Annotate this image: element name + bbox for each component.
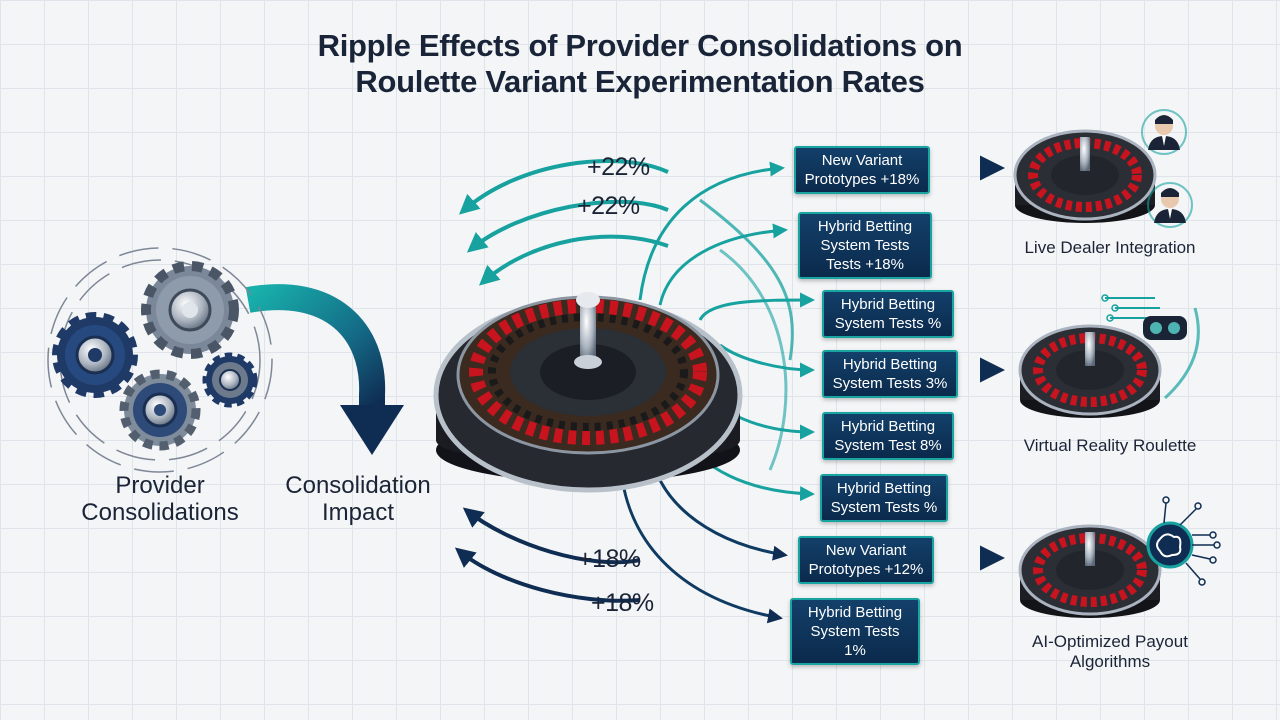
test-box-new-variant-prototypes: New Variant Prototypes +18% (794, 146, 930, 194)
outcome-label-live-dealer: Live Dealer Integration (1024, 238, 1196, 257)
gear-icon (52, 312, 138, 398)
mini-roulette-wheel (1013, 129, 1157, 223)
vr-headset-icon (1101, 294, 1200, 400)
test-box-hybrid-betting: Hybrid Betting System Tests 1% (790, 598, 920, 665)
outcome-label-vr-roulette: Virtual Reality Roulette (1023, 436, 1197, 455)
live-dealer-icon (1141, 109, 1187, 155)
gear-icon (202, 352, 258, 408)
test-box-hybrid-betting: Hybrid Betting System Tests % (820, 474, 948, 522)
ripple-ring (59, 259, 261, 461)
ripple-ring (47, 247, 273, 473)
percentage-label: +18% (578, 545, 641, 573)
test-box-hybrid-betting: Hybrid Betting System Tests 3% (822, 350, 958, 398)
test-box-hybrid-betting: Hybrid Betting System Tests % (822, 290, 954, 338)
outcome-label-ai-payout: AI-Optimized Payout Algorithms (1032, 632, 1188, 671)
test-box-new-variant-prototypes: New Variant Prototypes +12% (798, 536, 934, 584)
provider-consolidations-label: Provider Consolidations (81, 472, 239, 526)
percentage-label: +22% (577, 192, 640, 220)
test-box-hybrid-betting: Hybrid Betting System Tests Tests +18% (798, 212, 932, 279)
test-box-hybrid-betting: Hybrid Betting System Test 8% (822, 412, 954, 460)
mini-roulette-wheel (1018, 524, 1162, 618)
live-dealer-icon (1147, 182, 1193, 228)
page-title: Ripple Effects of Provider Consolidation… (317, 28, 963, 99)
percentage-label: +22% (587, 153, 650, 181)
percentage-label: +18% (591, 589, 654, 617)
gear-icon (119, 369, 201, 451)
mini-roulette-wheel (1018, 324, 1162, 418)
ai-brain-icon (1146, 496, 1221, 586)
consolidation-impact-label: Consolidation Impact (285, 472, 431, 526)
gear-icon (141, 261, 239, 359)
